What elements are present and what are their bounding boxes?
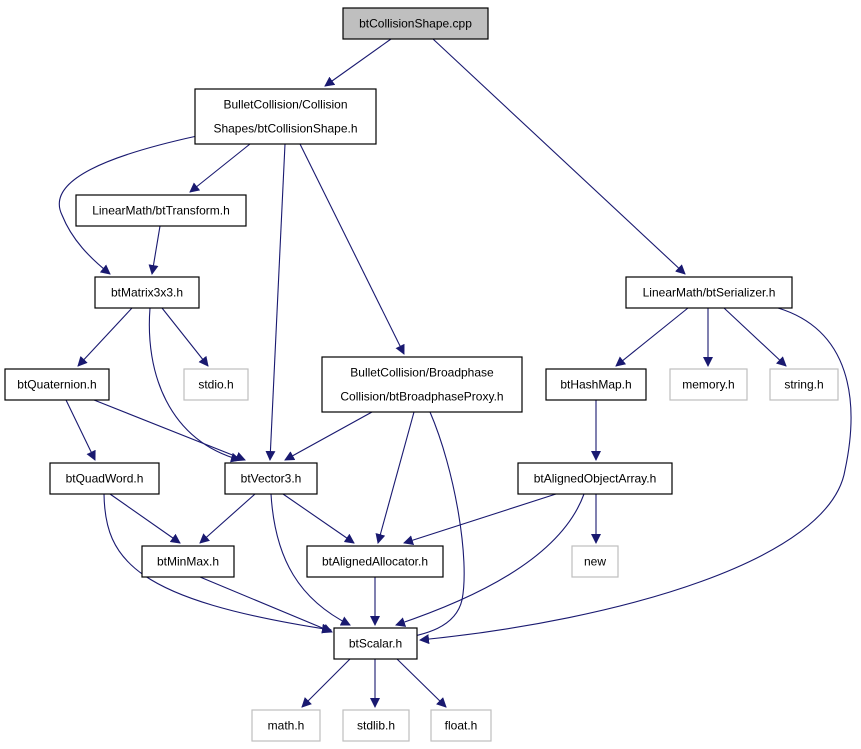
node-serializer-box (625, 276, 793, 309)
edge-vector3-to-scalar (270, 493, 351, 626)
node-hashmap-label-0: btHashMap.h (560, 378, 631, 392)
edge-quaternion-to-quadword (65, 399, 96, 461)
edge-transform-to-matrix (148, 225, 161, 275)
node-quadword[interactable]: btQuadWord.h (49, 462, 160, 495)
node-hashmap-box (545, 368, 647, 401)
node-allocator[interactable]: btAlignedAllocator.h (306, 545, 444, 578)
edge-collisionshape-to-transform (189, 143, 251, 193)
node-minmax-box (141, 545, 235, 578)
node-vector3-label-0: btVector3.h (241, 472, 302, 486)
node-math[interactable]: math.h (251, 709, 321, 742)
edge-broadphase-to-allocator (375, 411, 415, 544)
node-string-label-0: string.h (784, 378, 823, 392)
node-stdio-label-0: stdio.h (198, 378, 233, 392)
node-matrix-label-0: btMatrix3x3.h (111, 286, 183, 300)
edge-matrix-to-quaternion (77, 307, 133, 367)
node-root[interactable]: btCollisionShape.cpp (342, 7, 489, 40)
node-quaternion-box (4, 368, 110, 401)
edge-alignedarray-to-scalar (395, 493, 585, 627)
node-scalar-box (333, 627, 418, 660)
edge-collisionshape-to-broadphase (299, 143, 405, 355)
node-math-label-0: math.h (268, 719, 305, 733)
node-minmax-label-0: btMinMax.h (157, 555, 219, 569)
node-stdio-box (183, 368, 249, 401)
node-memory-label-0: memory.h (682, 378, 734, 392)
node-broadphase[interactable]: BulletCollision/BroadphaseCollision/btBr… (321, 356, 523, 413)
edge-scalar-to-math (301, 658, 351, 708)
node-vector3[interactable]: btVector3.h (224, 462, 318, 495)
dependency-nodes: btCollisionShape.cppBulletCollision/Coll… (4, 7, 839, 742)
node-new-label-0: new (584, 555, 606, 569)
node-broadphase-label-1: Collision/btBroadphaseProxy.h (340, 390, 503, 404)
node-hashmap[interactable]: btHashMap.h (545, 368, 647, 401)
node-stdlib-label-0: stdlib.h (357, 719, 395, 733)
node-quadword-box (49, 462, 160, 495)
node-alignedarray-box (517, 462, 673, 495)
node-quaternion-label-0: btQuaternion.h (17, 378, 96, 392)
node-quadword-label-0: btQuadWord.h (66, 472, 144, 486)
dependency-edges (58, 38, 852, 708)
node-scalar-label-0: btScalar.h (349, 637, 402, 651)
node-allocator-label-0: btAlignedAllocator.h (322, 555, 428, 569)
node-stdlib-box (342, 709, 410, 742)
edge-matrix-to-stdio (161, 307, 209, 367)
node-float-box (430, 709, 492, 742)
edge-quadword-to-minmax (109, 493, 181, 544)
node-broadphase-box (321, 356, 523, 413)
node-string[interactable]: string.h (769, 368, 839, 401)
node-matrix[interactable]: btMatrix3x3.h (94, 276, 200, 309)
node-serializer-label-0: LinearMath/btSerializer.h (643, 286, 776, 300)
node-broadphase-label-0: BulletCollision/Broadphase (350, 366, 494, 380)
edge-broadphase-to-vector3 (284, 411, 373, 461)
node-stdio[interactable]: stdio.h (183, 368, 249, 401)
edge-vector3-to-minmax (199, 493, 256, 544)
node-serializer[interactable]: LinearMath/btSerializer.h (625, 276, 793, 309)
edge-root-to-collisionshape (324, 38, 392, 87)
node-minmax[interactable]: btMinMax.h (141, 545, 235, 578)
node-collisionshape-label-1: Shapes/btCollisionShape.h (213, 122, 357, 136)
node-quaternion[interactable]: btQuaternion.h (4, 368, 110, 401)
node-allocator-box (306, 545, 444, 578)
node-vector3-box (224, 462, 318, 495)
edge-scalar-to-float (396, 658, 447, 708)
node-scalar[interactable]: btScalar.h (333, 627, 418, 660)
edge-broadphase-to-scalar (394, 411, 465, 644)
node-transform[interactable]: LinearMath/btTransform.h (75, 194, 247, 227)
node-alignedarray-label-0: btAlignedObjectArray.h (534, 472, 657, 486)
node-string-box (769, 368, 839, 401)
edge-serializer-to-string (723, 307, 787, 367)
node-root-label-0: btCollisionShape.cpp (359, 17, 472, 31)
edge-quaternion-to-vector3 (93, 399, 246, 462)
node-float-label-0: float.h (445, 719, 478, 733)
node-memory[interactable]: memory.h (669, 368, 748, 401)
edge-vector3-to-allocator (282, 493, 355, 544)
node-collisionshape-box (194, 88, 377, 145)
node-collisionshape-label-0: BulletCollision/Collision (223, 98, 347, 112)
node-matrix-box (94, 276, 200, 309)
node-stdlib[interactable]: stdlib.h (342, 709, 410, 742)
node-memory-box (669, 368, 748, 401)
edge-serializer-to-scalar (419, 307, 852, 645)
node-collisionshape[interactable]: BulletCollision/CollisionShapes/btCollis… (194, 88, 377, 145)
edge-collisionshape-to-matrix (58, 135, 198, 275)
edge-alignedarray-to-allocator (403, 493, 557, 545)
node-float[interactable]: float.h (430, 709, 492, 742)
node-new-box (571, 545, 619, 578)
edge-collisionshape-to-vector3 (265, 143, 286, 461)
edge-serializer-to-hashmap (615, 307, 689, 367)
node-math-box (251, 709, 321, 742)
node-transform-label-0: LinearMath/btTransform.h (92, 204, 230, 218)
node-transform-box (75, 194, 247, 227)
edge-matrix-to-vector3 (148, 307, 241, 463)
node-alignedarray[interactable]: btAlignedObjectArray.h (517, 462, 673, 495)
node-new[interactable]: new (571, 545, 619, 578)
node-root-box (342, 7, 489, 40)
edge-root-to-serializer (432, 38, 686, 275)
edge-minmax-to-scalar (199, 576, 333, 634)
